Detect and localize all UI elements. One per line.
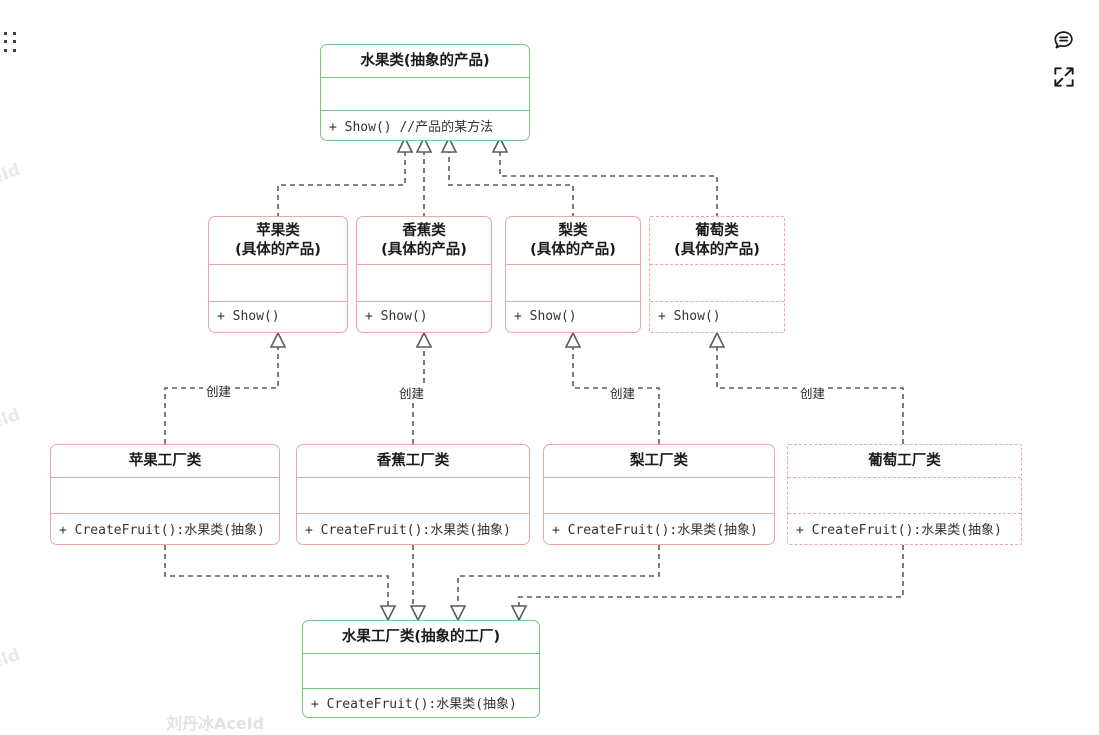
class-operations: + Show() //产品的某方法 bbox=[329, 120, 494, 135]
class-box-concrete-product-pear[interactable]: 梨类 (具体的产品) + Show() bbox=[505, 216, 641, 333]
class-attributes bbox=[506, 265, 640, 302]
watermark-edge: eId bbox=[0, 404, 24, 434]
class-title: 香蕉工厂类 bbox=[297, 445, 529, 478]
class-attributes bbox=[303, 654, 539, 689]
class-attributes bbox=[788, 478, 1021, 514]
fullscreen-icon[interactable] bbox=[1051, 64, 1077, 90]
class-title-line2: (具体的产品) bbox=[381, 241, 467, 258]
class-box-concrete-factory-grape[interactable]: 葡萄工厂类 + CreateFruit():水果类(抽象) bbox=[787, 444, 1022, 545]
drag-handle[interactable] bbox=[4, 32, 18, 54]
class-operations: + Show() bbox=[217, 309, 280, 324]
class-title-line2: (具体的产品) bbox=[235, 241, 321, 258]
class-box-concrete-product-apple[interactable]: 苹果类 (具体的产品) + Show() bbox=[208, 216, 348, 333]
edge-label-create-2: 创建 bbox=[396, 383, 428, 402]
class-box-concrete-factory-pear[interactable]: 梨工厂类 + CreateFruit():水果类(抽象) bbox=[543, 444, 775, 545]
watermark-edge: eId bbox=[0, 644, 24, 674]
edge-label-create-1: 创建 bbox=[203, 381, 235, 400]
class-title-line1: 苹果类 bbox=[256, 222, 300, 239]
class-attributes bbox=[357, 265, 491, 302]
class-box-abstract-factory[interactable]: 水果工厂类(抽象的工厂) + CreateFruit():水果类(抽象) bbox=[302, 620, 540, 718]
class-box-concrete-product-banana[interactable]: 香蕉类 (具体的产品) + Show() bbox=[356, 216, 492, 333]
class-attributes bbox=[321, 78, 529, 111]
class-box-concrete-factory-apple[interactable]: 苹果工厂类 + CreateFruit():水果类(抽象) bbox=[50, 444, 280, 545]
drag-dot bbox=[13, 40, 16, 44]
class-operations: + CreateFruit():水果类(抽象) bbox=[552, 523, 758, 538]
class-title: 水果类(抽象的产品) bbox=[321, 45, 529, 78]
class-title-line1: 香蕉类 bbox=[402, 222, 446, 239]
class-operations: + Show() bbox=[514, 309, 577, 324]
class-attributes bbox=[51, 478, 279, 514]
drag-dot bbox=[4, 32, 7, 35]
class-title-line1: 葡萄类 bbox=[695, 222, 739, 239]
class-attributes bbox=[650, 265, 784, 302]
class-title: 苹果工厂类 bbox=[51, 445, 279, 478]
edge-label-create-3: 创建 bbox=[607, 383, 639, 402]
class-operations: + CreateFruit():水果类(抽象) bbox=[305, 523, 511, 538]
class-title-line2: (具体的产品) bbox=[674, 241, 760, 258]
class-title-line2: (具体的产品) bbox=[530, 241, 616, 258]
class-title: 葡萄工厂类 bbox=[788, 445, 1021, 478]
class-operations: + CreateFruit():水果类(抽象) bbox=[311, 697, 517, 712]
watermark-main: 刘丹冰AceId bbox=[166, 714, 265, 733]
class-operations: + Show() bbox=[365, 309, 428, 324]
class-attributes bbox=[544, 478, 774, 514]
drag-dot bbox=[13, 48, 16, 52]
class-box-concrete-product-grape[interactable]: 葡萄类 (具体的产品) + Show() bbox=[649, 216, 785, 333]
class-operations: + Show() bbox=[658, 309, 721, 324]
watermark-edge: eId bbox=[0, 159, 24, 189]
comment-icon[interactable] bbox=[1051, 27, 1077, 53]
class-title: 梨工厂类 bbox=[544, 445, 774, 478]
class-title: 苹果类 (具体的产品) bbox=[209, 217, 347, 265]
class-title: 葡萄类 (具体的产品) bbox=[650, 217, 784, 265]
class-title-line1: 梨类 bbox=[558, 222, 588, 239]
drag-dot bbox=[4, 40, 7, 44]
class-box-concrete-factory-banana[interactable]: 香蕉工厂类 + CreateFruit():水果类(抽象) bbox=[296, 444, 530, 545]
class-box-abstract-product[interactable]: 水果类(抽象的产品) + Show() //产品的某方法 bbox=[320, 44, 530, 141]
drag-dot bbox=[13, 32, 16, 35]
class-title: 水果工厂类(抽象的工厂) bbox=[303, 621, 539, 654]
edge-label-create-4: 创建 bbox=[797, 383, 829, 402]
class-operations: + CreateFruit():水果类(抽象) bbox=[59, 523, 265, 538]
class-title: 梨类 (具体的产品) bbox=[506, 217, 640, 265]
class-title: 香蕉类 (具体的产品) bbox=[357, 217, 491, 265]
class-operations: + CreateFruit():水果类(抽象) bbox=[796, 523, 1002, 538]
class-attributes bbox=[209, 265, 347, 302]
drag-dot bbox=[4, 48, 7, 52]
class-attributes bbox=[297, 478, 529, 514]
